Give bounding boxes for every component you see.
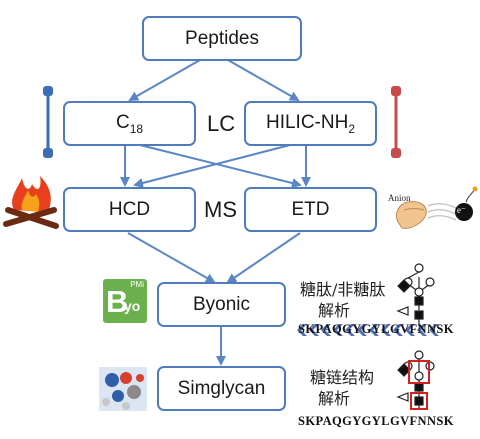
glycan-structure-byonic xyxy=(396,263,435,326)
arrow-c18-to-etd xyxy=(139,144,302,188)
byonic-logo-yo: yo xyxy=(124,298,141,314)
node-byonic: Byonic xyxy=(157,282,286,327)
c18-subscript: 18 xyxy=(129,121,144,136)
node-hilic-label: HILIC-NH2 xyxy=(266,112,355,136)
node-simglycan-label: Simglycan xyxy=(177,377,266,399)
peptide-helix-marks xyxy=(297,324,439,336)
c18-base: C xyxy=(115,111,130,133)
node-hcd: HCD xyxy=(63,187,196,232)
byonic-note-line1: 糖肽/非糖肽 xyxy=(300,280,386,299)
node-etd-label: ETD xyxy=(291,198,330,220)
node-hcd-label: HCD xyxy=(108,198,151,220)
stage-label-lc: LC xyxy=(207,111,236,136)
node-hilic: HILIC-NH2 xyxy=(244,101,377,146)
node-peptides: Peptides xyxy=(142,16,302,61)
stage-label-ms: MS xyxy=(204,197,237,222)
node-etd: ETD xyxy=(244,187,377,232)
fire-icon xyxy=(3,176,59,229)
molecule-icon xyxy=(99,367,147,411)
simglycan-note-line1: 糖链结构 xyxy=(310,368,375,387)
arrow-hilic-to-hcd xyxy=(133,144,291,188)
node-c18-label: C18 xyxy=(116,112,143,136)
arrow-etd-to-byonic xyxy=(226,232,301,284)
arrow-peptides-to-c18 xyxy=(128,59,201,101)
simglycan-note-sequence: SKPAQGYGYLGVFNNSK xyxy=(298,414,454,428)
byonic-logo: PMi B yo xyxy=(103,279,147,323)
node-c18: C18 xyxy=(63,101,196,146)
node-simglycan: Simglycan xyxy=(157,366,286,411)
node-byonic-label: Byonic xyxy=(192,293,251,315)
hilic-column-icon xyxy=(391,86,401,158)
hilic-subscript: 2 xyxy=(348,121,356,136)
glycan-structure-simglycan xyxy=(396,350,435,410)
hilic-base: HILIC-NH xyxy=(265,111,349,133)
byonic-logo-b: B xyxy=(106,284,129,319)
byonic-logo-pmi: PMi xyxy=(130,280,144,289)
arrow-peptides-to-hilic xyxy=(227,59,300,101)
byonic-note-sequence: SKPAQGYGYLGVFNNSK xyxy=(298,322,454,336)
anion-hand-icon xyxy=(395,186,478,229)
byonic-note-line2: 解析 xyxy=(318,301,351,320)
c18-column-icon xyxy=(43,86,53,158)
arrow-hcd-to-byonic xyxy=(127,232,216,283)
node-peptides-label: Peptides xyxy=(185,27,259,49)
electron-label: e⁻ xyxy=(457,205,466,215)
simglycan-note-line2: 解析 xyxy=(318,389,351,408)
anion-label: Anion xyxy=(388,193,411,203)
